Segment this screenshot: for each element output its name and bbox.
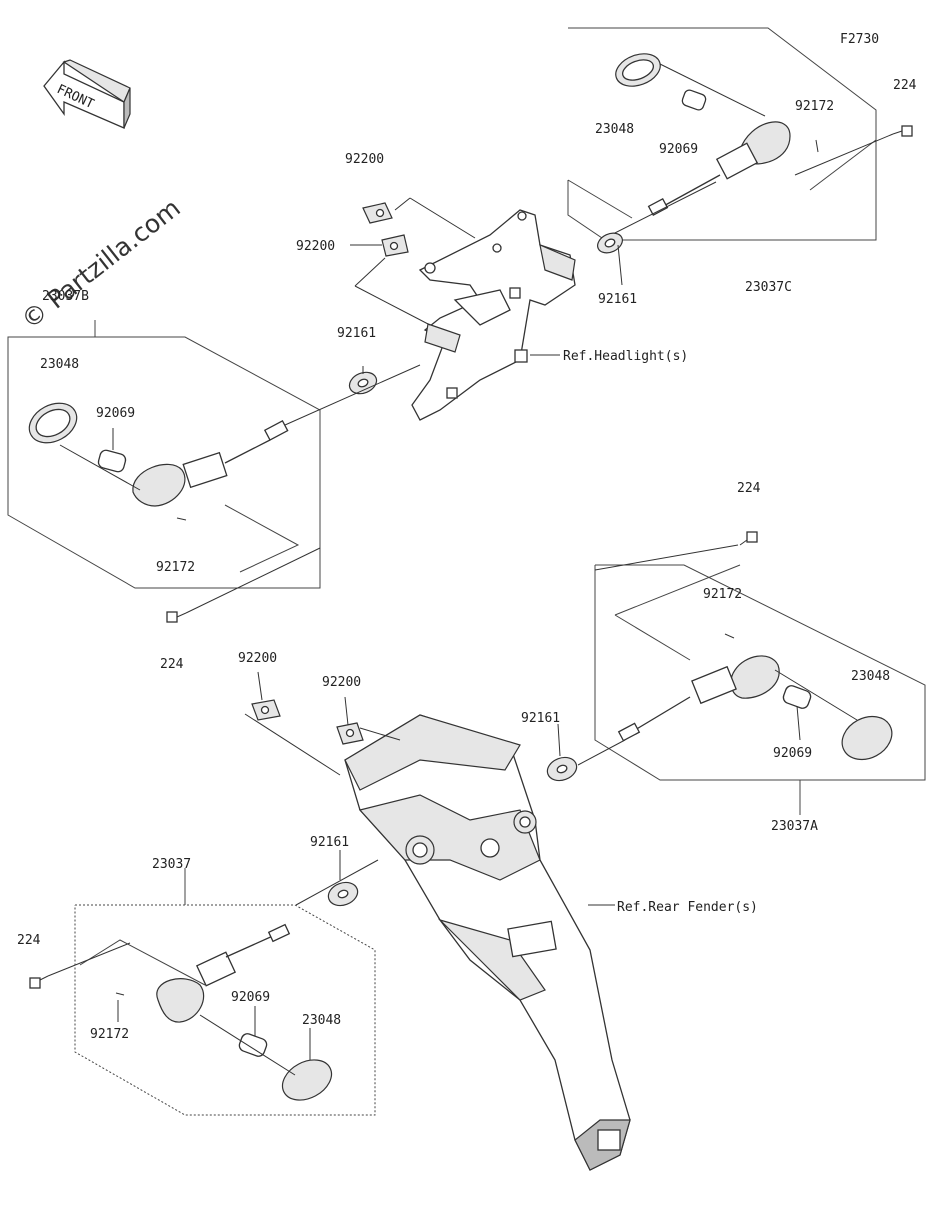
assembly-front-left: 23048 92069 92172 224 23037B 92161 — [7, 289, 421, 672]
front-arrow-icon: FRONT — [43, 59, 131, 129]
grommet-part-icon — [327, 881, 359, 907]
label-bulb-front-left: 92069 — [96, 406, 135, 421]
watermark-text: © Partzilla.com — [16, 193, 186, 335]
signal-housing-icon — [647, 121, 791, 217]
label-grommet-front-left: 92161 — [337, 326, 376, 341]
label-grommet-rear-right: 92161 — [521, 711, 560, 726]
assembly-front-right: 23048 92069 92172 224 23037C — [567, 27, 917, 295]
signal-housing-icon — [617, 655, 780, 742]
label-bulb-front-right: 92069 — [659, 142, 698, 157]
bolt-part-icon — [29, 975, 49, 989]
signal-housing-icon — [132, 420, 289, 507]
label-assembly-front-right: 23037C — [745, 280, 792, 295]
screw-part-icon — [724, 633, 735, 639]
rear-fender: 92200 92200 Ref.Rear Fender(s) — [238, 651, 758, 1171]
label-bulb-rear-right: 92069 — [773, 746, 812, 761]
label-screw-front-left: 92172 — [156, 560, 195, 575]
bulb-part-icon — [97, 449, 127, 473]
label-assembly-rear-left: 23037 — [152, 857, 191, 872]
label-bolt-rear-left: 224 — [17, 933, 41, 948]
label-screw-rear-right: 92172 — [703, 587, 742, 602]
label-damper-lower: 92200 — [296, 239, 335, 254]
label-bolt-rear-right: 224 — [737, 481, 761, 496]
headlight-bracket: 92200 92200 92161 Ref.Headlight(s) — [296, 152, 688, 421]
bolt-part-icon — [892, 125, 913, 137]
label-lens-rear-right: 23048 — [851, 669, 890, 684]
screw-part-icon — [115, 992, 125, 996]
signal-housing-icon — [156, 923, 291, 1023]
damper-part-icon — [362, 202, 409, 257]
label-bolt-front-left: 224 — [160, 657, 184, 672]
label-bolt-front-right: 224 — [893, 78, 917, 93]
assembly-rear-left: 23037 224 92172 92069 23048 92161 — [17, 835, 379, 1116]
label-damper-upper: 92200 — [345, 152, 384, 167]
diagram-code: F2730 — [840, 32, 879, 47]
grommet-part-icon — [348, 371, 378, 395]
label-grommet-rear-left: 92161 — [310, 835, 349, 850]
label-ref-headlight: Ref.Headlight(s) — [563, 349, 688, 364]
label-lens-rear-left: 23048 — [302, 1013, 341, 1028]
lens-part-icon — [841, 715, 893, 761]
label-assembly-rear-right: 23037A — [771, 819, 818, 834]
screw-part-icon — [815, 139, 819, 153]
label-lens-front-left: 23048 — [40, 357, 79, 372]
label-damper-rear-right: 92200 — [322, 675, 361, 690]
label-bulb-rear-left: 92069 — [231, 990, 270, 1005]
label-screw-rear-left: 92172 — [90, 1027, 129, 1042]
label-screw-front-right: 92172 — [795, 99, 834, 114]
label-grommet-front-right: 92161 — [598, 292, 637, 307]
bulb-part-icon — [782, 685, 812, 709]
grommet-part-icon — [546, 756, 578, 782]
lens-part-icon — [281, 1059, 333, 1101]
assembly-rear-right: 92172 224 23048 92069 23037A 92161 — [521, 481, 926, 834]
bulb-part-icon — [238, 1033, 268, 1057]
bulb-part-icon — [681, 89, 707, 111]
label-lens-front-right: 23048 — [595, 122, 634, 137]
screw-part-icon — [176, 517, 187, 521]
damper-part-icon — [251, 699, 364, 745]
grommet-part-icon — [597, 232, 623, 254]
bolt-part-icon — [166, 611, 187, 623]
label-ref-rear-fender: Ref.Rear Fender(s) — [617, 900, 758, 915]
bolt-part-icon — [739, 531, 758, 546]
label-assembly-front-left: 23037B — [42, 289, 89, 304]
label-damper-rear-left: 92200 — [238, 651, 277, 666]
